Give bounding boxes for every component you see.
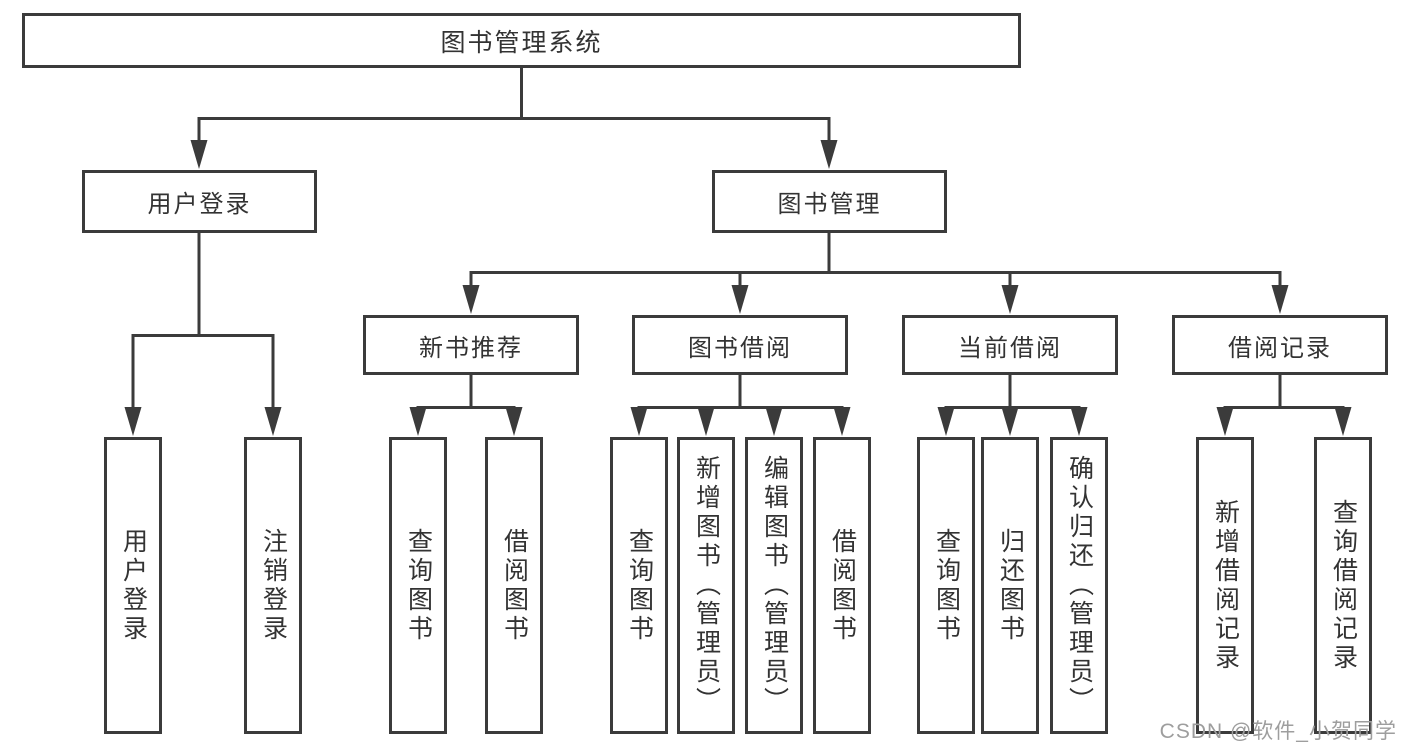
leaf-current-query-book: 查询图书 — [917, 437, 975, 734]
watermark: CSDN @软件_小贺同学 — [1159, 720, 1397, 743]
leaf-borrow-edit-book-admin: 编辑图书（管理员） — [745, 437, 803, 734]
leaf-borrow-borrow-book: 借阅图书 — [813, 437, 871, 734]
leaf-current-return-book: 归还图书 — [981, 437, 1039, 734]
node-borrow-records: 借阅记录 — [1172, 315, 1388, 375]
leaf-borrow-query-book: 查询图书 — [610, 437, 668, 734]
leaf-user-login: 用户登录 — [104, 437, 162, 734]
connector-user-login-to-leaves — [131, 233, 275, 411]
leaf-newbook-query-book: 查询图书 — [389, 437, 447, 734]
leaf-current-confirm-return-admin: 确认归还（管理员） — [1050, 437, 1108, 734]
node-book-borrow: 图书借阅 — [632, 315, 848, 375]
leaf-record-add-borrow-record: 新增借阅记录 — [1196, 437, 1254, 734]
connector-new-book-to-leaves — [416, 375, 516, 410]
connector-borrow-records-to-leaves — [1223, 375, 1345, 410]
node-book-management: 图书管理 — [712, 170, 947, 233]
connector-book-borrow-to-leaves — [637, 375, 844, 410]
connector-current-borrow-to-leaves — [944, 375, 1081, 410]
connector-book-management-to-level3 — [469, 233, 1282, 288]
node-new-book-recommend: 新书推荐 — [363, 315, 579, 375]
leaf-newbook-borrow-book: 借阅图书 — [485, 437, 543, 734]
node-root: 图书管理系统 — [22, 13, 1021, 68]
leaf-borrow-add-book-admin: 新增图书（管理员） — [677, 437, 735, 734]
leaf-record-query-borrow-record: 查询借阅记录 — [1314, 437, 1372, 734]
node-current-borrow: 当前借阅 — [902, 315, 1118, 375]
leaf-logout: 注销登录 — [244, 437, 302, 734]
arrowheads — [124, 140, 1352, 436]
connector-root-to-level2 — [197, 68, 831, 144]
node-user-login: 用户登录 — [82, 170, 317, 233]
